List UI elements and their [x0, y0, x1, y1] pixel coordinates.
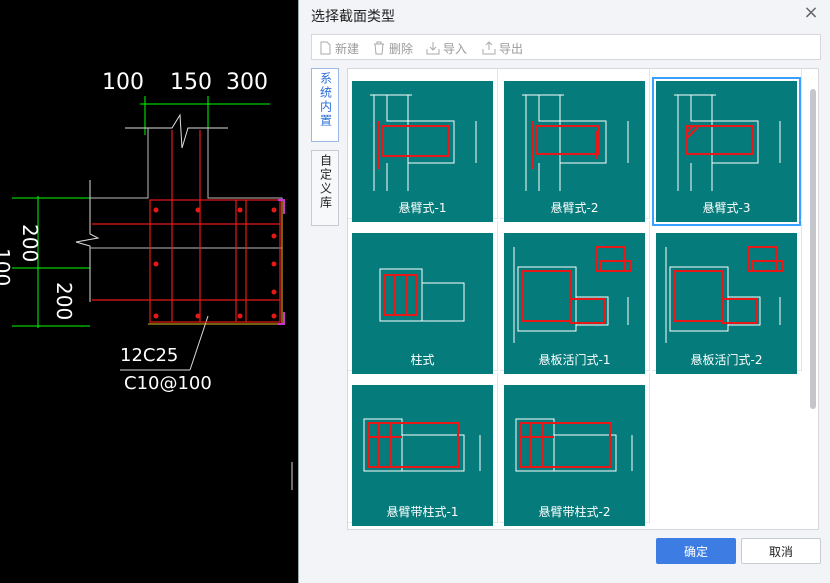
cad-drawing-canvas[interactable]	[0, 0, 300, 583]
section-label: 悬臂式-2	[550, 201, 599, 215]
rebar-note-stirrup: C10@100	[124, 373, 212, 394]
dim-label-150: 150	[170, 70, 212, 95]
import-label: 导入	[443, 41, 468, 56]
cantilever-1-diagram	[370, 94, 477, 191]
import-button[interactable]: 导入	[426, 39, 467, 57]
section-label: 悬板活门式-1	[538, 353, 611, 367]
dim-label-200-lower: 200	[52, 282, 76, 321]
tab-custom-library[interactable]: 自定义库	[311, 150, 339, 226]
section-cantilever-column-1[interactable]: 悬臂带柱式-1	[348, 373, 498, 526]
section-label: 悬臂式-1	[398, 201, 447, 215]
tab-builtin-label: 系统内置	[318, 72, 333, 128]
section-type-gallery: 悬臂式-1 悬臂式-2 悬臂式-3	[347, 68, 819, 530]
dim-label-300: 300	[226, 70, 268, 95]
select-section-type-dialog: 选择截面类型 × 新建 删除 导入 导出 系统内置 自定义库	[298, 0, 830, 583]
section-hanging-door-2[interactable]: 悬板活门式-2	[652, 221, 802, 374]
cantilever-column-2-diagram	[515, 418, 633, 472]
export-label: 导出	[499, 41, 524, 56]
section-cantilever-column-2[interactable]: 悬臂带柱式-2	[500, 373, 650, 526]
dialog-titlebar[interactable]: 选择截面类型 ×	[299, 0, 830, 30]
hanging-door-2-diagram	[665, 246, 783, 343]
tab-custom-label: 自定义库	[318, 154, 333, 210]
new-doc-icon	[320, 41, 331, 55]
cancel-button[interactable]: 取消	[741, 538, 821, 564]
gallery-scrollbar[interactable]	[810, 89, 816, 409]
delete-label: 删除	[389, 41, 414, 56]
new-label: 新建	[335, 41, 360, 56]
section-hanging-door-1[interactable]: 悬板活门式-1	[500, 221, 650, 374]
ok-button[interactable]: 确定	[656, 538, 736, 564]
dim-label-100: 100	[102, 70, 144, 95]
dim-label-200-upper: 200	[18, 224, 42, 263]
cantilever-2-diagram	[522, 94, 629, 191]
section-cantilever-2[interactable]: 悬臂式-2	[500, 69, 650, 222]
toolbar: 新建 删除 导入 导出	[311, 34, 821, 60]
export-button[interactable]: 导出	[482, 39, 523, 57]
cantilever-column-1-diagram	[363, 418, 481, 472]
new-button[interactable]: 新建	[318, 39, 359, 57]
section-label: 悬臂带柱式-2	[538, 505, 611, 519]
dim-label-100-left: 100	[0, 248, 14, 287]
section-label: 悬臂带柱式-1	[386, 505, 459, 519]
section-label: 悬臂式-3	[702, 201, 751, 215]
section-column[interactable]: 柱式	[348, 221, 498, 374]
export-icon	[482, 41, 496, 55]
section-label: 柱式	[410, 353, 435, 367]
tab-builtin[interactable]: 系统内置	[311, 68, 339, 142]
hanging-door-1-diagram	[513, 246, 631, 343]
import-icon	[426, 42, 440, 55]
section-cantilever-3[interactable]: 悬臂式-3	[652, 69, 802, 226]
dialog-title: 选择截面类型	[311, 9, 395, 25]
section-cantilever-1[interactable]: 悬臂式-1	[348, 69, 498, 222]
rebar-note-main: 12C25	[120, 345, 179, 366]
section-label: 悬板活门式-2	[690, 353, 763, 367]
close-icon[interactable]: ×	[803, 2, 819, 23]
column-diagram	[379, 268, 465, 322]
trash-icon	[374, 41, 384, 55]
cantilever-3-diagram	[674, 94, 781, 191]
delete-button[interactable]: 删除	[372, 39, 413, 57]
